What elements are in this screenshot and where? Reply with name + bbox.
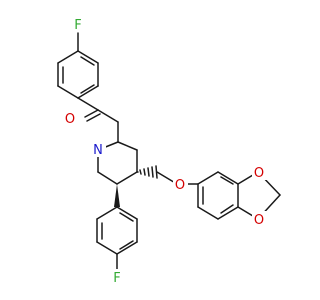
svg-text:N: N: [93, 143, 103, 158]
atom-labels: F O N O O O F: [63, 16, 267, 286]
bottom-fluorophenyl-ring: [96, 184, 138, 273]
svg-text:O: O: [175, 178, 185, 193]
oxygen-atom-ketone: O: [63, 110, 78, 127]
svg-text:O: O: [254, 166, 264, 181]
fluorine-atom-bottom: F: [110, 269, 124, 286]
molecule-structure: F O N O O O F: [57, 16, 281, 286]
svg-text:F: F: [113, 271, 120, 286]
fluorine-atom-top: F: [71, 16, 85, 33]
top-fluorophenyl-ring: [57, 32, 99, 99]
nitrogen-atom: N: [91, 141, 106, 158]
svg-text:F: F: [74, 18, 81, 33]
svg-text:O: O: [65, 112, 75, 127]
benzodioxole-ring: [197, 171, 281, 220]
oxygen-atom-dioxole-upper: O: [252, 164, 267, 181]
ketone-chain: [77, 97, 119, 151]
ether-side-chain: [136, 165, 199, 185]
oxygen-atom-dioxole-lower: O: [252, 211, 267, 228]
svg-text:O: O: [254, 213, 264, 228]
oxygen-atom-ether: O: [173, 176, 188, 193]
